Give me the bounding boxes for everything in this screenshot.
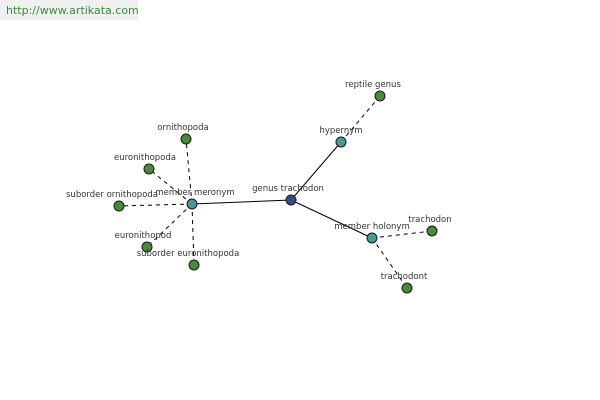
edge-member-holonym-to-trachodon	[371, 230, 433, 239]
node-marker[interactable]	[186, 198, 198, 210]
node-label: member holonym	[334, 222, 409, 232]
node-label: hypernym	[319, 126, 362, 136]
node-marker[interactable]	[366, 232, 378, 244]
node-label: reptile genus	[345, 80, 401, 90]
node-marker[interactable]	[143, 163, 155, 175]
edge-member-meronym-to-euronithopod	[146, 203, 193, 248]
edge-hypernym-to-reptile-genus	[340, 95, 381, 143]
edges-layer	[118, 95, 433, 289]
node-label: suborder euronithopoda	[137, 249, 240, 259]
url-bar: http://www.artikata.com	[0, 0, 139, 20]
node-suborder-euronithopoda[interactable]: suborder euronithopoda	[137, 249, 240, 271]
edge-member-meronym-to-suborder-euronithopoda	[191, 203, 195, 266]
node-label: suborder ornithopoda	[66, 190, 158, 200]
node-marker[interactable]	[113, 200, 125, 212]
node-marker[interactable]	[180, 133, 192, 145]
node-label: ornithopoda	[157, 123, 208, 133]
node-label: trachodont	[381, 272, 428, 282]
node-marker[interactable]	[426, 225, 438, 237]
node-label: trachodon	[408, 215, 451, 225]
node-trachodont[interactable]: trachodont	[381, 272, 428, 294]
node-marker[interactable]	[401, 282, 413, 294]
edge-member-meronym-to-euronithopoda	[148, 168, 193, 205]
node-reptile-genus[interactable]: reptile genus	[345, 80, 401, 102]
node-label: genus trachodon	[252, 184, 324, 194]
node-ornithopoda[interactable]: ornithopoda	[157, 123, 209, 145]
node-member-holonym[interactable]: member holonym	[334, 222, 410, 244]
node-suborder-ornithopoda[interactable]: suborder ornithopoda	[66, 190, 158, 212]
node-euronithopoda[interactable]: euronithopoda	[114, 153, 176, 175]
edge-member-holonym-to-trachodont	[371, 237, 408, 289]
url-link[interactable]: http://www.artikata.com	[6, 4, 139, 17]
node-member-meronym[interactable]: member meronym	[155, 188, 235, 210]
node-marker[interactable]	[285, 194, 297, 206]
edge-root-to-member-holonym	[290, 199, 373, 239]
edge-member-meronym-to-ornithopoda	[185, 138, 193, 205]
node-marker[interactable]	[374, 90, 386, 102]
node-root[interactable]: genus trachodon	[252, 184, 324, 206]
node-label: euronithopoda	[114, 153, 176, 163]
node-label: euronithopod	[115, 231, 172, 241]
edge-root-to-hypernym	[290, 141, 342, 201]
node-trachodon[interactable]: trachodon	[408, 215, 452, 237]
edge-root-to-member-meronym	[191, 199, 292, 205]
nodes-layer: genus trachodon member meronym hypernym mem…	[66, 80, 452, 294]
edge-member-meronym-to-suborder-ornithopoda	[118, 203, 193, 207]
node-euronithopod[interactable]: euronithopod	[115, 231, 172, 253]
node-marker[interactable]	[335, 136, 347, 148]
node-hypernym[interactable]: hypernym	[319, 126, 363, 148]
node-label: member meronym	[155, 188, 234, 198]
node-marker[interactable]	[188, 259, 200, 271]
node-marker[interactable]	[141, 241, 153, 253]
